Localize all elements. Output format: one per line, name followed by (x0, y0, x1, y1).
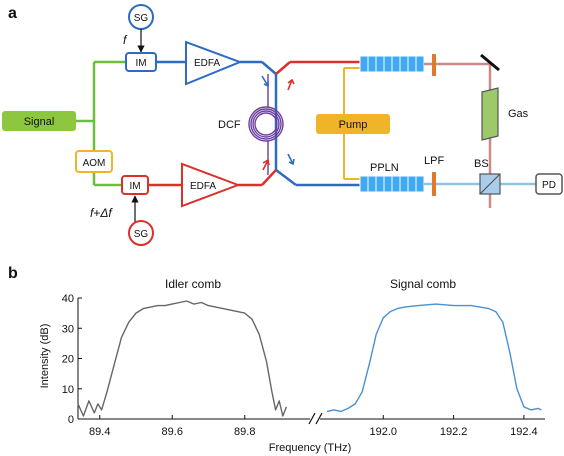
series-layer (77, 300, 542, 417)
panel-a: a SG f (2, 4, 563, 246)
y-tick-label: 0 (68, 414, 74, 426)
y-tick-label: 40 (62, 293, 74, 305)
idler-comb-title: Idler comb (165, 277, 221, 291)
chart-axes (77, 298, 545, 425)
y-tick-label: 10 (62, 384, 74, 396)
ppln-bottom (359, 175, 425, 193)
y-ticks: 0 10 20 30 40 (62, 293, 82, 426)
idler-x-tick-label: 89.8 (234, 426, 255, 438)
bs-label: BS (474, 158, 489, 170)
freq-top-label: f (123, 33, 128, 47)
edfa-top-label: EDFA (194, 58, 220, 69)
direction-arrows (261, 75, 295, 171)
mirror (480, 53, 500, 72)
freq-bottom-label: f+Δf (90, 206, 113, 220)
ppln-label: PPLN (370, 162, 399, 174)
im-top-label: IM (135, 58, 146, 69)
y-axis-label: Intensity (dB) (39, 324, 51, 389)
lpf-bottom (432, 172, 436, 196)
signal-fiber (76, 60, 126, 187)
im-bottom: IM (121, 175, 149, 195)
x-axis-label: Frequency (THz) (269, 442, 352, 454)
signal-comb-title: Signal comb (390, 277, 456, 291)
sg-bottom-label: SG (134, 229, 149, 240)
photodetector: PD (535, 173, 563, 195)
signal-label: Signal (24, 116, 55, 128)
idler-comb-series-line (77, 300, 288, 417)
signal-comb-series-line (326, 303, 542, 413)
panel-b-label: b (8, 265, 18, 282)
pump-label: Pump (339, 119, 368, 131)
signal-x-tick-label: 192.0 (370, 426, 398, 438)
signal-x-tick-label: 192.4 (510, 426, 538, 438)
sg-top-label: SG (134, 13, 149, 24)
gas-label: Gas (508, 108, 529, 120)
edfa-top: EDFA (185, 40, 243, 86)
aom: AOM (75, 150, 113, 173)
sg-bottom: SG (128, 220, 154, 246)
panel-a-label: a (8, 5, 17, 22)
y-tick-label: 30 (62, 323, 74, 335)
im-bottom-label: IM (129, 181, 140, 192)
red-path-bottom (148, 60, 360, 187)
signal-x-tick-label: 192.2 (440, 426, 468, 438)
pd-label: PD (542, 180, 556, 191)
y-tick-label: 20 (62, 354, 74, 366)
im-top: IM (125, 52, 157, 72)
sg-top: SG (128, 4, 154, 30)
pump: Pump (316, 114, 390, 134)
edfa-bottom-label: EDFA (190, 181, 216, 192)
beam-splitter: BS (474, 158, 501, 195)
idler-x-tick-label: 89.6 (162, 426, 183, 438)
signal-source: Signal (2, 111, 76, 131)
aom-label: AOM (83, 158, 106, 169)
idler-x-tick-label: 89.4 (89, 426, 110, 438)
lpf-top (432, 54, 436, 76)
panel-b: b Intensity (dB) Frequency (THz) Idler c… (8, 265, 545, 454)
gas-cell: Gas (481, 87, 529, 141)
lpf-label: LPF (424, 155, 444, 167)
dcf-coil (248, 74, 284, 175)
edfa-bottom: EDFA (181, 162, 241, 208)
ppln-top (359, 55, 425, 73)
dcf-label: DCF (218, 119, 241, 131)
x-ticks: 89.4 89.6 89.8 192.0 192.2 192.4 (89, 415, 538, 438)
